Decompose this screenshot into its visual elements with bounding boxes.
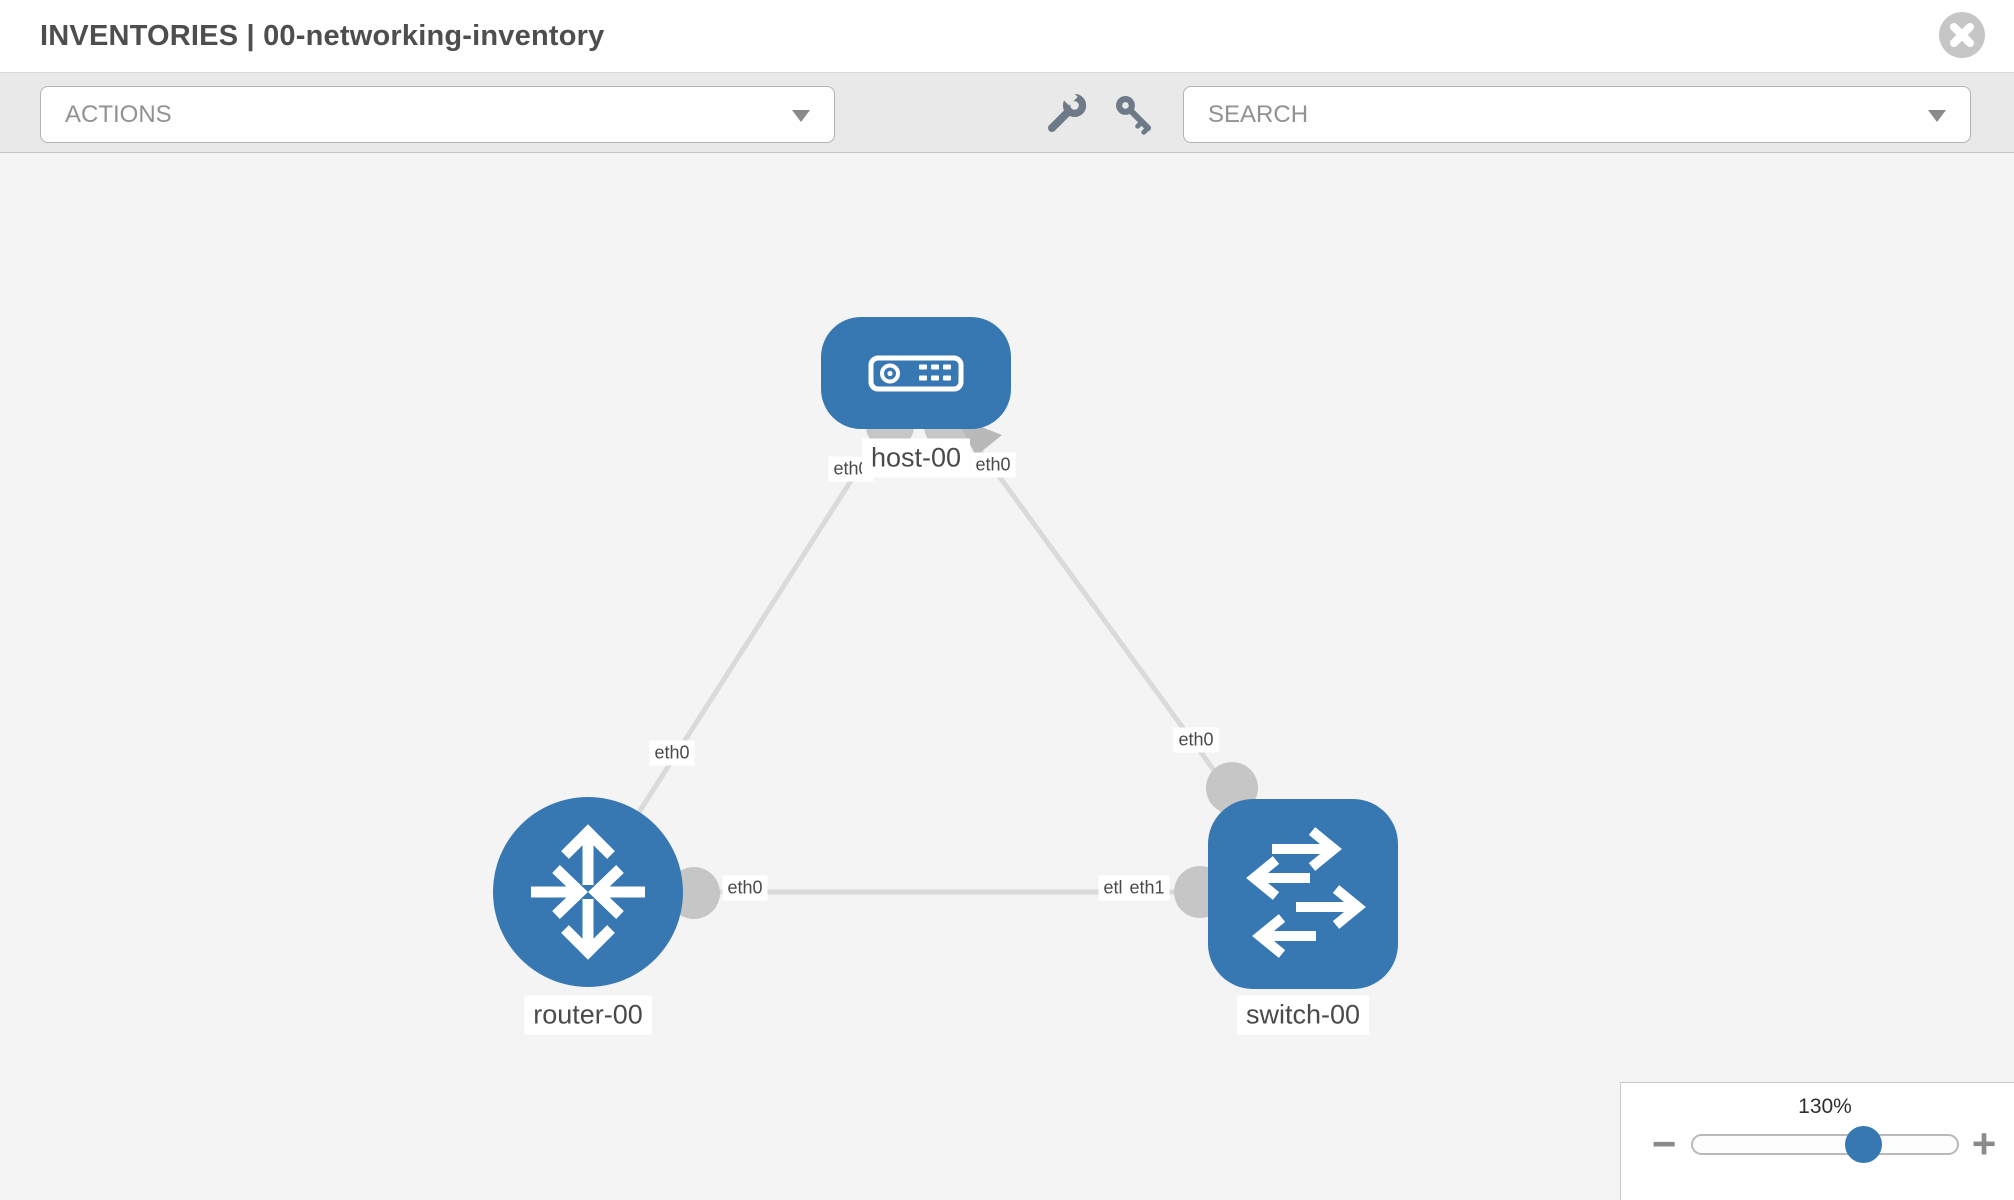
router-icon (531, 824, 645, 960)
topology-canvas[interactable]: eth0 host-00 eth0 eth0 eth0 eth0 etl eth… (0, 154, 2014, 1200)
interface-label: eth0 (722, 875, 768, 901)
zoom-slider-knob[interactable] (1845, 1126, 1882, 1163)
zoom-out-button[interactable]: − (1642, 1122, 1686, 1166)
actions-dropdown-label: ACTIONS (65, 100, 172, 128)
chevron-down-icon (1928, 109, 1946, 122)
node-label-switch: switch-00 (1236, 995, 1370, 1035)
credentials-button[interactable] (1107, 87, 1161, 141)
search-dropdown-label: SEARCH (1208, 100, 1309, 128)
zoom-panel: 130% − + (1620, 1082, 2014, 1200)
chevron-down-icon (792, 109, 810, 122)
interface-label: eth0 (970, 452, 1016, 478)
header: INVENTORIES | 00-networking-inventory (0, 0, 2014, 72)
host-icon (868, 355, 964, 392)
zoom-in-button[interactable]: + (1962, 1122, 2006, 1166)
node-host-00[interactable] (821, 317, 1011, 429)
tools-button[interactable] (1039, 87, 1093, 141)
switch-icon (1246, 827, 1366, 958)
node-label-host: host-00 (861, 438, 971, 478)
zoom-slider-track[interactable] (1691, 1134, 1959, 1155)
interface-label: eth0 (649, 740, 695, 766)
key-icon (1116, 96, 1152, 135)
page-title: INVENTORIES | 00-networking-inventory (40, 20, 605, 52)
actions-dropdown[interactable]: ACTIONS (40, 86, 835, 143)
link-router-host[interactable] (585, 402, 903, 894)
search-dropdown[interactable]: SEARCH (1183, 86, 1971, 143)
toolbar: ACTIONS SEARCH (0, 72, 2014, 153)
close-icon (1939, 12, 1985, 58)
interface-label: eth0 (1173, 727, 1219, 753)
interface-label: eth1 (1124, 875, 1170, 901)
close-button[interactable] (1938, 11, 1986, 59)
node-switch-00[interactable] (1208, 799, 1398, 989)
node-label-router: router-00 (524, 995, 652, 1035)
interface-label-clipped: etl (1098, 875, 1128, 901)
zoom-level: 130% (1798, 1095, 1852, 1118)
node-router-00[interactable] (493, 797, 683, 987)
wrench-icon (1047, 92, 1087, 133)
